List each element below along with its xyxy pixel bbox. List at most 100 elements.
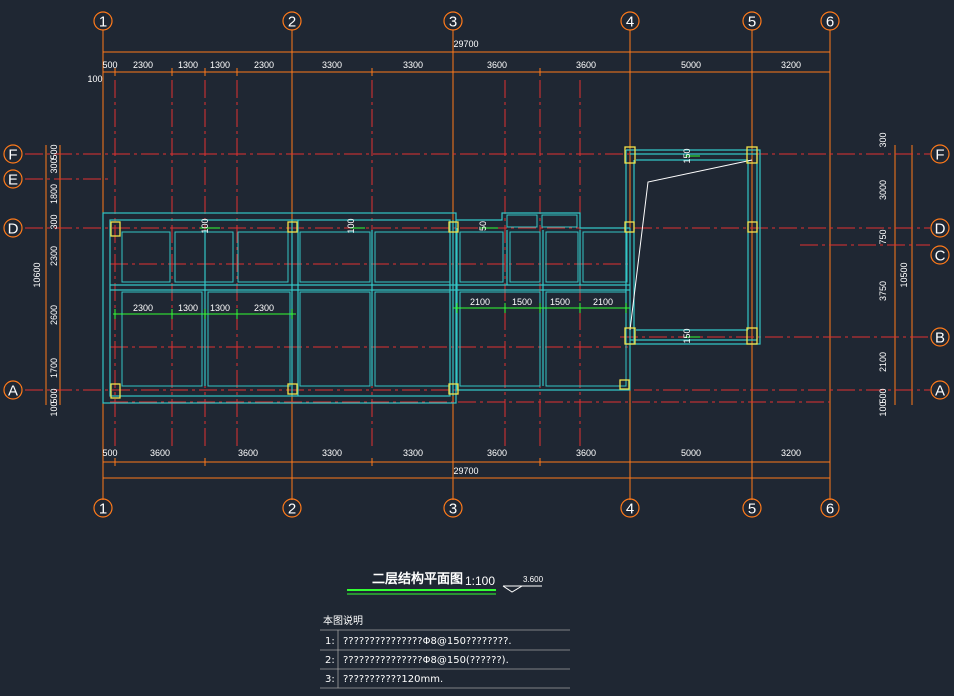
grid-bubble (282, 11, 302, 31)
left-dim: 500 (49, 144, 59, 159)
left-dim: 100 (49, 401, 59, 416)
grid-bubble (742, 11, 762, 31)
grid-label-row-F-right: F (935, 147, 944, 164)
row-centerlines (25, 153, 930, 403)
row-bubbles (3, 144, 950, 400)
grid-label-row-E-left: E (8, 172, 18, 189)
grid-label-col-1: 1 (99, 14, 107, 31)
slab-thickness-mark: 150 (682, 148, 692, 163)
column-bubbles-top (93, 11, 840, 31)
top-dim: 500 (102, 60, 117, 70)
left-dim: 2300 (49, 246, 59, 266)
right-dim: 750 (878, 229, 888, 244)
right-dim: 2100 (878, 352, 888, 372)
bottom-dim: 3600 (487, 448, 507, 458)
grid-label-row-A-left: A (8, 383, 18, 400)
slab-thickness-mark: 100 (200, 218, 210, 233)
notes-header: 本图说明 (323, 614, 363, 627)
top-dim: 3600 (576, 60, 596, 70)
bottom-total-dimension: 29700 (453, 466, 478, 476)
bottom-dim: 3600 (576, 448, 596, 458)
inner-dimension-lines (113, 155, 700, 338)
bottom-dim: 3300 (403, 448, 423, 458)
inner-dim-ticks (114, 303, 627, 319)
grid-bubble (620, 11, 640, 31)
left-dim: 2600 (49, 305, 59, 325)
note-text: ???????????120mm. (343, 674, 443, 685)
note-text: ???????????????Φ8@150????????. (343, 636, 512, 647)
grid-label-col-6: 6 (826, 14, 834, 31)
grid-label-col-6-bottom: 6 (826, 501, 834, 518)
columns (110, 146, 758, 399)
bottom-dim: 5000 (681, 448, 701, 458)
grid-label-col-2-bottom: 2 (288, 501, 296, 518)
beam-outline (102, 212, 631, 404)
left-dim: 300 (49, 214, 59, 229)
top-small-dim: 100 (87, 74, 102, 84)
stair-outline (629, 159, 753, 331)
grid-label-row-D-left: D (8, 221, 19, 238)
grid-label-col-5: 5 (748, 14, 756, 31)
left-dim: 300 (49, 158, 59, 173)
inner-dim-left: 1300 (210, 303, 230, 313)
note-number: 1: (325, 636, 335, 647)
top-dim: 5000 (681, 60, 701, 70)
grid-bubble (443, 11, 463, 31)
bottom-dim: 500 (102, 448, 117, 458)
right-dim: 3750 (878, 281, 888, 301)
slab-thickness-mark: 150 (682, 328, 692, 343)
inner-dim-right: 1500 (550, 297, 570, 307)
bottom-dim: 3300 (322, 448, 342, 458)
note-text: ???????????????Φ8@150(??????). (343, 655, 509, 666)
grid-label-row-A-right: A (935, 383, 945, 400)
grid-label-col-1-bottom: 1 (99, 501, 107, 518)
grid-label-col-2: 2 (288, 14, 296, 31)
drawing-scale: 1:100 (465, 574, 495, 588)
left-dim: 500 (49, 388, 59, 403)
left-dim: 1700 (49, 358, 59, 378)
left-total-dimension: 10600 (32, 262, 42, 287)
right-dim: 500 (878, 388, 888, 403)
elevation-marker (502, 585, 524, 593)
inner-dim-left: 2300 (254, 303, 274, 313)
top-dim: 3300 (403, 60, 423, 70)
grid-bubble (93, 11, 113, 31)
elevation-value: 3.600 (523, 575, 544, 584)
note-number: 2: (325, 655, 335, 666)
grid-label-col-3-bottom: 3 (449, 501, 457, 518)
right-wing-frame (625, 149, 761, 345)
slab-thickness-mark: 50 (478, 221, 488, 231)
bottom-dim: 3200 (781, 448, 801, 458)
slab-panels (121, 214, 628, 387)
inner-dim-right: 2100 (470, 297, 490, 307)
bottom-dim: 3600 (238, 448, 258, 458)
inner-dim-left: 1300 (178, 303, 198, 313)
top-dim: 3200 (781, 60, 801, 70)
bottom-dim: 3600 (150, 448, 170, 458)
drawing-title: 二层结构平面图 (372, 571, 463, 587)
grid-label-col-4: 4 (626, 14, 634, 31)
grid-label-row-C-right: C (935, 248, 946, 265)
grid-label-col-3: 3 (449, 14, 457, 31)
top-dim: 3600 (487, 60, 507, 70)
top-total-dimension: 29700 (453, 39, 478, 49)
inner-dim-right: 1500 (512, 297, 532, 307)
note-number: 3: (325, 674, 335, 685)
right-dim: 100 (878, 401, 888, 416)
grid-label-row-D-right: D (935, 221, 946, 238)
top-ticks (114, 68, 541, 466)
inner-dim-right: 2100 (593, 297, 613, 307)
grid-label-col-5-bottom: 5 (748, 501, 756, 518)
top-dim: 2300 (254, 60, 274, 70)
left-dim: 1800 (49, 184, 59, 204)
vertical-axis-lines (102, 30, 831, 500)
dimension-lines (45, 51, 913, 479)
grid-bubble (820, 11, 840, 31)
right-dim: 300 (878, 132, 888, 147)
grid-label-row-F-left: F (8, 147, 17, 164)
inner-dim-left: 2300 (133, 303, 153, 313)
column-bubbles-bottom (93, 498, 840, 518)
top-dim: 2300 (133, 60, 153, 70)
top-dim: 1300 (210, 60, 230, 70)
slab-thickness-mark: 100 (346, 218, 356, 233)
